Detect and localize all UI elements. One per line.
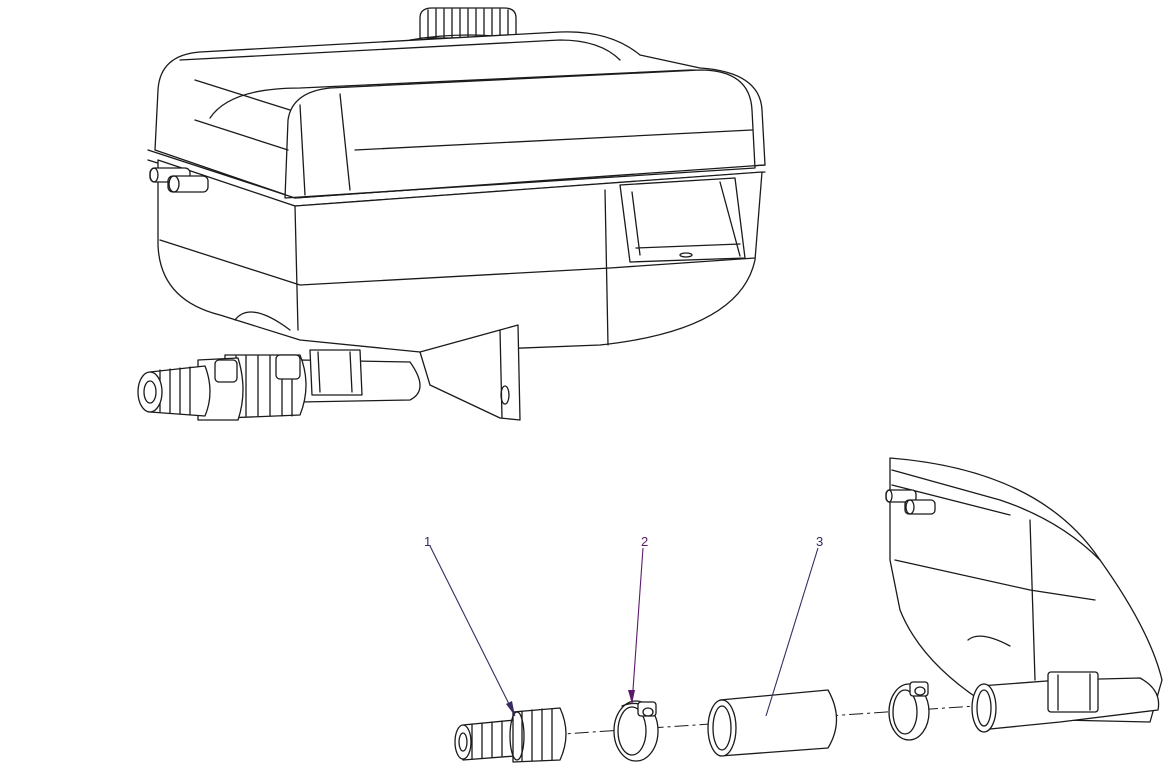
second-hose-clamp — [888, 681, 930, 741]
callout-2: 2 — [628, 534, 648, 705]
part-3-hose — [707, 689, 838, 757]
tank-section-view — [885, 457, 1163, 733]
leader-line-1 — [429, 545, 516, 717]
arrowhead-2 — [628, 690, 635, 704]
callout-label-3: 3 — [816, 534, 823, 549]
filler-cap — [409, 7, 529, 42]
arrowhead-1 — [506, 701, 515, 716]
callout-label-2: 2 — [641, 534, 648, 549]
callout-label-1: 1 — [424, 534, 431, 549]
side-spigots — [149, 167, 209, 193]
callout-1: 1 — [424, 534, 516, 717]
part-2-hose-clamp — [613, 700, 659, 762]
part-1-hose-barb — [454, 707, 567, 763]
tank-body — [157, 159, 763, 353]
leader-line-3 — [765, 547, 819, 717]
leader-line-2 — [631, 547, 644, 705]
mounting-bracket — [419, 324, 521, 421]
coolant-tank — [137, 7, 766, 421]
callout-3: 3 — [765, 534, 823, 717]
outlet-pipe-assembly — [137, 349, 421, 421]
